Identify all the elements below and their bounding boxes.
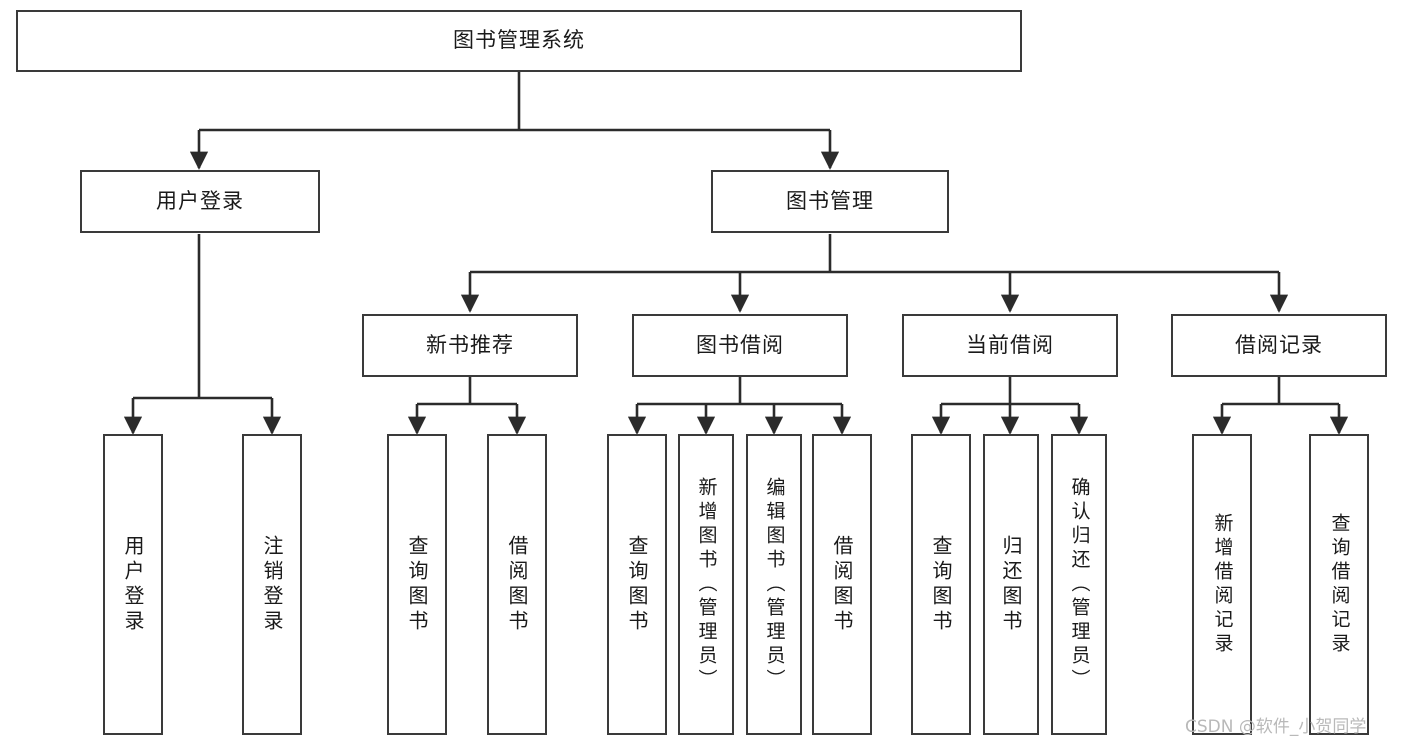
node-label: 注销登录 [260, 534, 284, 635]
node-label: 编辑图书（管理员） [763, 476, 786, 693]
node-label: 用户登录 [156, 188, 244, 213]
leaf-user-login-login[interactable]: 用户登录 [103, 434, 163, 735]
node-label: 当前借阅 [966, 332, 1054, 357]
leaf-borrow-record-add[interactable]: 新增借阅记录 [1192, 434, 1252, 735]
watermark-csdn: CSDN @软件_小贺同学 [1185, 717, 1367, 737]
node-label: 新增图书（管理员） [695, 476, 718, 693]
leaf-new-book-query[interactable]: 查询图书 [387, 434, 447, 735]
leaf-user-login-logout[interactable]: 注销登录 [242, 434, 302, 735]
node-label: 归还图书 [999, 534, 1023, 635]
node-new-book-recommend[interactable]: 新书推荐 [362, 314, 578, 377]
node-label: 图书管理系统 [453, 28, 585, 53]
node-label: 用户登录 [121, 534, 145, 635]
node-label: 确认归还（管理员） [1068, 476, 1091, 693]
node-label: 新增借阅记录 [1211, 512, 1234, 657]
leaf-book-borrow-borrow[interactable]: 借阅图书 [812, 434, 872, 735]
node-label: 新书推荐 [426, 332, 514, 357]
leaf-book-borrow-edit[interactable]: 编辑图书（管理员） [746, 434, 802, 735]
node-borrow-record[interactable]: 借阅记录 [1171, 314, 1387, 377]
node-label: 借阅图书 [505, 534, 529, 635]
node-root-book-management-system[interactable]: 图书管理系统 [16, 10, 1022, 72]
leaf-current-borrow-return[interactable]: 归还图书 [983, 434, 1039, 735]
node-label: 借阅记录 [1235, 332, 1323, 357]
node-label: 图书借阅 [696, 332, 784, 357]
node-label: 查询图书 [625, 534, 649, 635]
node-label: 图书管理 [786, 188, 874, 213]
leaf-current-borrow-confirm-return[interactable]: 确认归还（管理员） [1051, 434, 1107, 735]
leaf-book-borrow-add[interactable]: 新增图书（管理员） [678, 434, 734, 735]
node-label: 查询图书 [929, 534, 953, 635]
node-label: 借阅图书 [830, 534, 854, 635]
node-current-borrow[interactable]: 当前借阅 [902, 314, 1118, 377]
leaf-current-borrow-query[interactable]: 查询图书 [911, 434, 971, 735]
leaf-new-book-borrow[interactable]: 借阅图书 [487, 434, 547, 735]
node-user-login[interactable]: 用户登录 [80, 170, 320, 233]
node-book-borrow[interactable]: 图书借阅 [632, 314, 848, 377]
node-label: 查询图书 [405, 534, 429, 635]
leaf-borrow-record-query[interactable]: 查询借阅记录 [1309, 434, 1369, 735]
node-label: 查询借阅记录 [1328, 512, 1351, 657]
node-book-management[interactable]: 图书管理 [711, 170, 949, 233]
leaf-book-borrow-query[interactable]: 查询图书 [607, 434, 667, 735]
